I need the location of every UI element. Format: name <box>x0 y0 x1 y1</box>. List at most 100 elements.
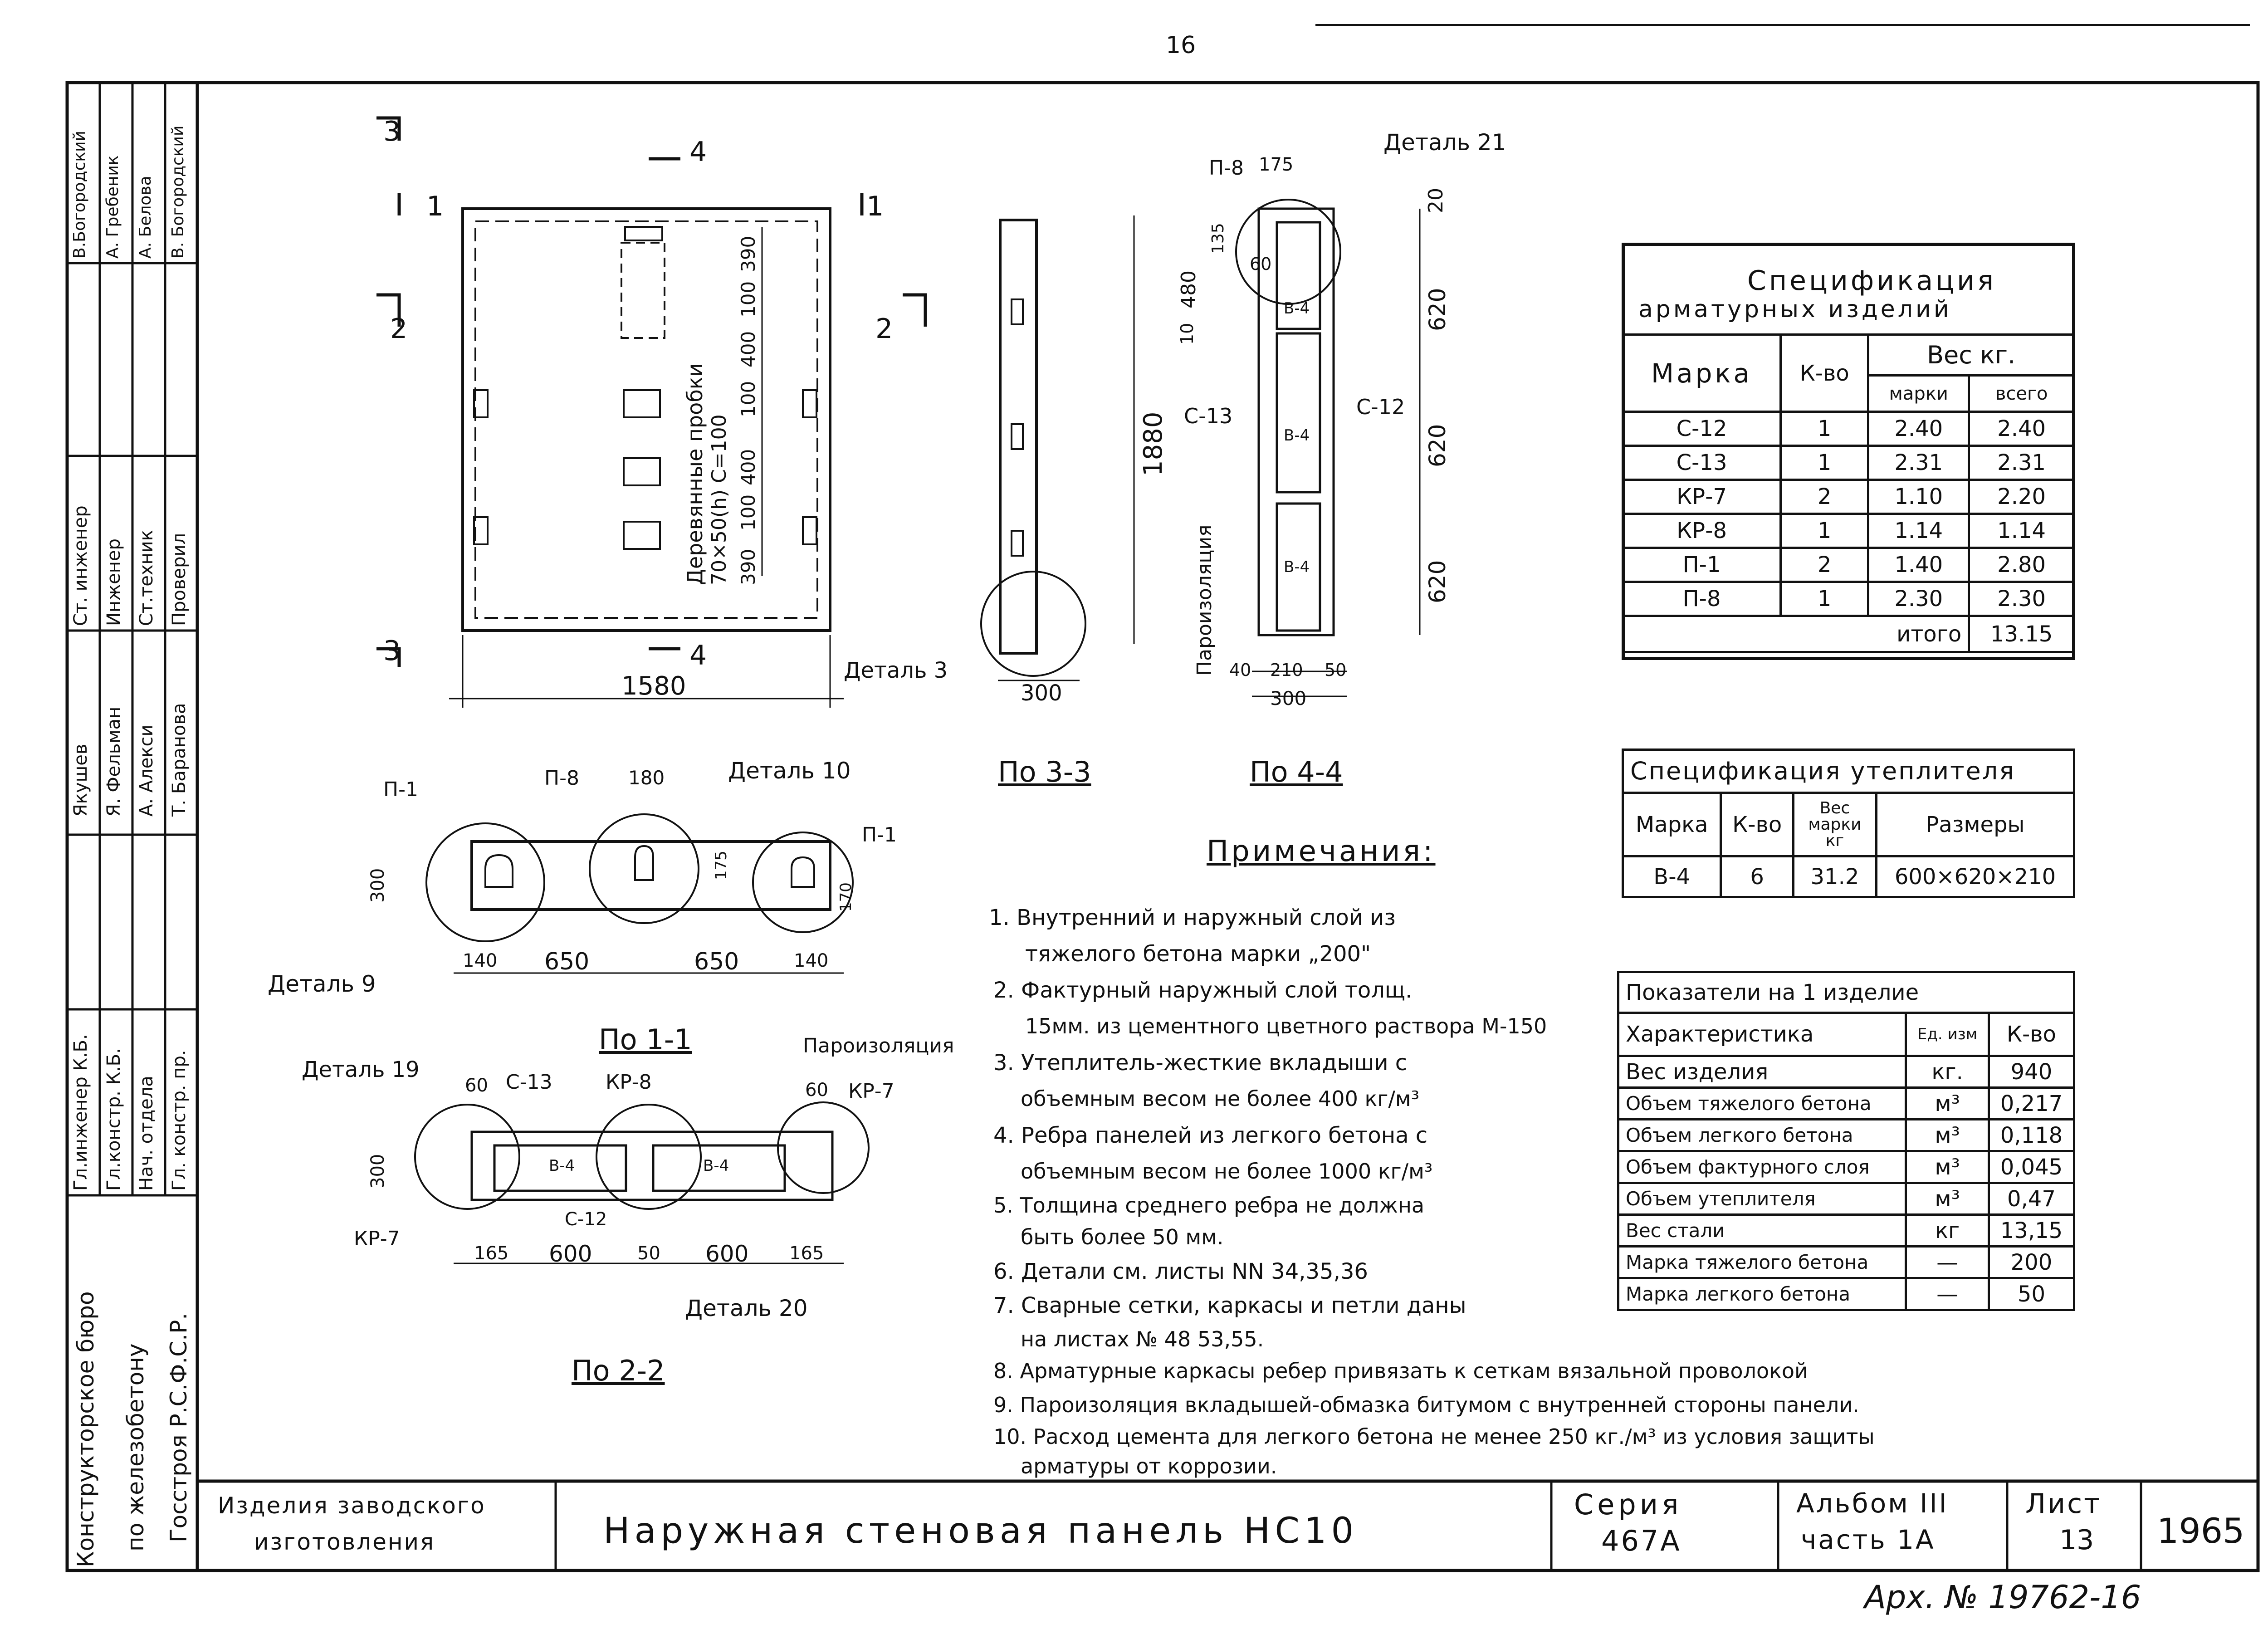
wood-inserts-label-2: 70×50(h) С=100 <box>708 414 731 585</box>
s44-210: 210 <box>1270 660 1303 680</box>
table-row: Марка тяжелого бетона <box>1617 1245 1907 1279</box>
table-cell: 1.14 <box>1968 513 2075 549</box>
table-cell: кг <box>1905 1213 1990 1248</box>
front-height-dim: 1880 <box>1139 411 1168 476</box>
s22-p8: П-8 <box>544 767 579 790</box>
s11-b4b: В-4 <box>703 1157 729 1175</box>
note-line-6: объемным весом не более 400 кг/м³ <box>1021 1086 1420 1111</box>
table-cell: 2.80 <box>1968 547 2075 583</box>
s44-c13: С-13 <box>1184 404 1233 428</box>
tb-series-value: 467А <box>1601 1524 1681 1557</box>
header-total: всего <box>1968 374 2075 413</box>
stamp-role-6: Инженер <box>103 538 124 626</box>
table-row: П-1 <box>1621 547 1782 583</box>
stamp-role-1: Гл.инженер К.Б. <box>70 1034 91 1191</box>
s44-480: 480 <box>1177 270 1200 308</box>
s11-c13: С-13 <box>506 1071 552 1094</box>
spec-reinforcement-title1: Спецификация <box>1747 265 1997 297</box>
s44-60: 60 <box>1250 254 1272 274</box>
table-cell: м³ <box>1905 1086 1990 1120</box>
ins-header-size: Размеры <box>1875 792 2076 857</box>
stamp-name-3: А. Алекси <box>136 724 157 817</box>
s44-135: 135 <box>1209 223 1227 254</box>
cut-1-left: 1 <box>426 191 444 222</box>
table-row: Объем утеплителя <box>1617 1182 1907 1216</box>
table-cell: 1.10 <box>1867 479 1970 515</box>
cut-2-left: 2 <box>390 313 408 345</box>
s44-p8: П-8 <box>1209 157 1244 180</box>
spec-insulation-title: Спецификация утеплителя <box>1622 749 2075 794</box>
table-row: Вес изделия <box>1617 1055 1907 1089</box>
note-line-7: 4. Ребра панелей из легкого бетона с <box>993 1123 1428 1148</box>
section-1-1 <box>414 1101 870 1264</box>
tb-album-part: часть 1А <box>1801 1524 1936 1555</box>
s44-175: 175 <box>1259 154 1294 175</box>
s11-600a: 600 <box>549 1241 592 1267</box>
table-cell: 1.14 <box>1867 513 1970 549</box>
tb-year: 1965 <box>2157 1511 2245 1551</box>
s22-650b: 650 <box>694 948 739 975</box>
s22-175: 175 <box>712 851 730 880</box>
tb-album-label: Альбом III <box>1796 1488 1949 1519</box>
s22-180: 180 <box>628 767 665 789</box>
section-3-3-title: По 3-3 <box>998 755 1091 788</box>
spec-insulation-table: Спецификация утеплителя Марка К-во Вес м… <box>1621 749 2076 898</box>
s22-detail10: Деталь 10 <box>728 758 851 784</box>
cut-3-bottom: 3 <box>383 635 401 667</box>
note-line-3: 2. Фактурный наружный слой толщ. <box>993 978 1413 1003</box>
s11-detail20: Деталь 20 <box>685 1295 808 1321</box>
stamp-role-8: Проверил <box>169 533 190 626</box>
table-cell: 1 <box>1779 513 1870 549</box>
ind-header-unit: Ед. изм <box>1905 1012 1990 1057</box>
table-cell: м³ <box>1905 1182 1990 1216</box>
insert-dim-7: 390 <box>737 235 759 272</box>
table-cell: 2.20 <box>1968 479 2075 515</box>
insert-dim-3: 400 <box>737 449 759 485</box>
table-cell: 2 <box>1779 479 1870 515</box>
header-mark: Марка <box>1621 333 1782 413</box>
table-cell: кг. <box>1905 1055 1990 1089</box>
note-line-17: арматуры от коррозии. <box>1021 1454 1277 1478</box>
s44-40: 40 <box>1229 660 1251 680</box>
table-cell: 2.40 <box>1968 411 2075 447</box>
s11-300: 300 <box>367 1154 388 1189</box>
table-row: П-8 <box>1621 581 1782 617</box>
table-row: С-12 <box>1621 411 1782 447</box>
table-cell: 200 <box>1987 1245 2076 1279</box>
stamp-name-4: Т. Баранова <box>169 703 190 817</box>
s11-b4a: В-4 <box>549 1157 575 1175</box>
s44-c12: С-12 <box>1356 395 1405 419</box>
s22-170: 170 <box>837 882 855 912</box>
s11-kp7-right: КР-7 <box>848 1080 894 1103</box>
cut-3-top: 3 <box>383 116 401 147</box>
s11-165b: 165 <box>789 1243 824 1264</box>
table-cell: 940 <box>1987 1055 2076 1089</box>
s11-kp7-left: КР-7 <box>354 1227 400 1250</box>
s11-vapor: Пароизоляция <box>803 1034 954 1057</box>
stamp-role-3: Нач. отдела <box>136 1076 157 1191</box>
s11-50: 50 <box>637 1243 660 1264</box>
stamp-name-7: А. Белова <box>136 176 155 259</box>
cut-4-top: 4 <box>689 136 707 168</box>
insert-dim-4: 100 <box>737 381 759 417</box>
s22-650a: 650 <box>544 948 590 975</box>
note-line-12: 7. Сварные сетки, каркасы и петли даны <box>993 1293 1466 1318</box>
front-view <box>376 116 927 708</box>
section-4-4-title: По 4-4 <box>1250 755 1343 788</box>
s22-p1-right: П-1 <box>862 823 897 846</box>
s44-b4a: В-4 <box>1284 299 1310 318</box>
cut-2-right: 2 <box>875 313 893 345</box>
s11-60a: 60 <box>465 1075 488 1096</box>
tb-category-1: Изделия заводского <box>218 1492 486 1519</box>
cut-4-bottom: 4 <box>689 640 707 671</box>
note-line-4: 15мм. из цементного цветного раствора М-… <box>1025 1014 1547 1038</box>
table-cell: 1.40 <box>1867 547 1970 583</box>
table-cell: 1 <box>1779 411 1870 447</box>
table-row: С-13 <box>1621 445 1782 481</box>
section-3-3 <box>980 215 1135 681</box>
note-line-8: объемным весом не более 1000 кг/м³ <box>1021 1159 1433 1184</box>
s44-620c: 620 <box>1424 560 1451 603</box>
s11-165a: 165 <box>474 1243 509 1264</box>
table-cell: 2 <box>1779 547 1870 583</box>
